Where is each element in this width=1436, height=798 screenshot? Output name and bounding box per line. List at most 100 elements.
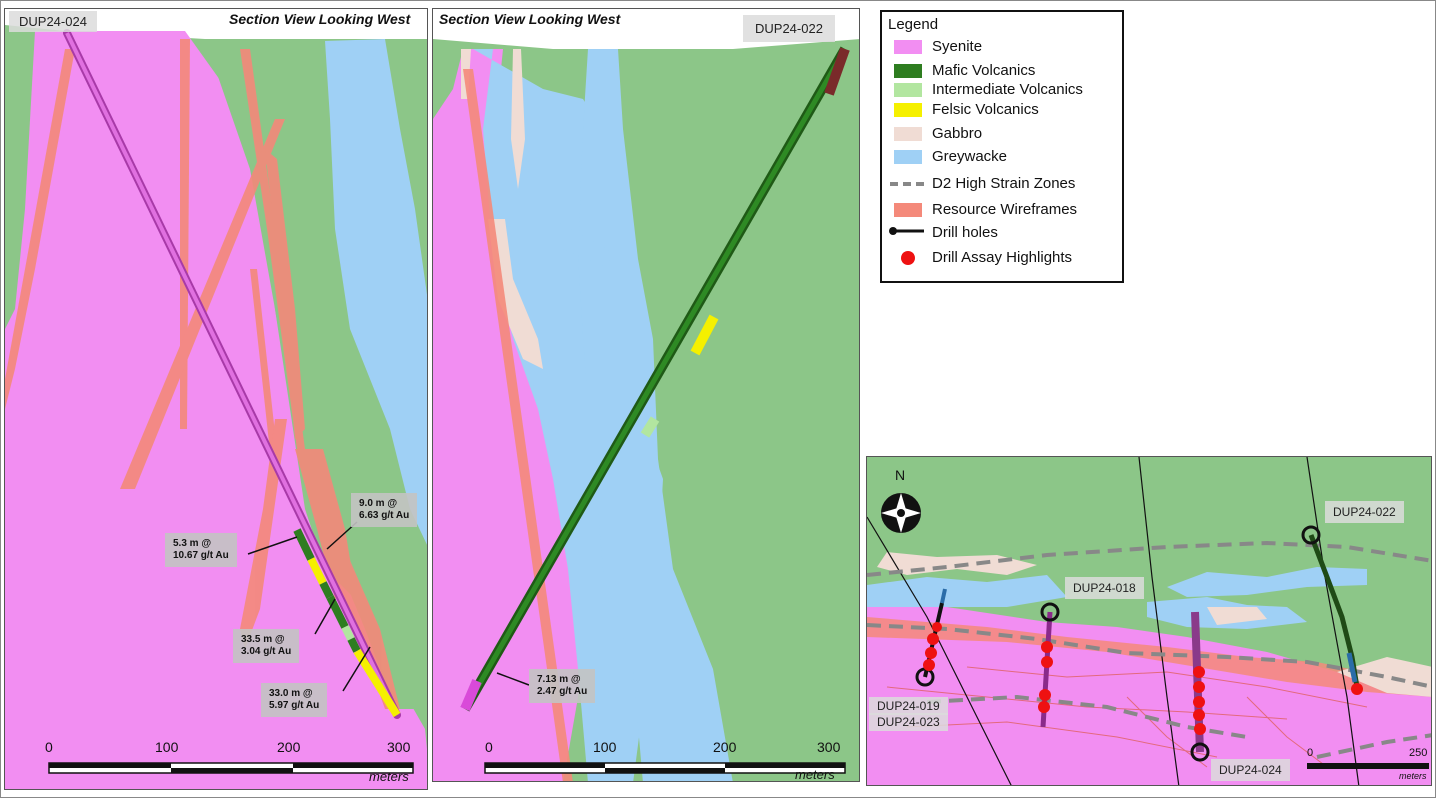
callout-line: 10.67 g/t Au (173, 550, 229, 561)
middle-section-drawing (433, 9, 859, 781)
legend-label: Syenite (932, 38, 983, 55)
legend-swatch (894, 127, 922, 141)
greywacke-body (325, 39, 427, 545)
callout-line: 33.5 m @ (241, 634, 285, 645)
assay-callout: 33.0 m @ 5.97 g/t Au (261, 683, 328, 717)
legend-item-greywacke: Greywacke (888, 148, 1124, 166)
legend-item-gabbro: Gabbro (888, 125, 1124, 143)
section-title-left: Section View Looking West (229, 11, 411, 27)
legend-swatch (894, 103, 922, 117)
wireframe-traces (886, 666, 1368, 768)
greywacke-lens (867, 575, 1067, 607)
legend-swatch (894, 150, 922, 164)
scale-bar-left (48, 762, 414, 774)
plan-hole-label: DUP24-023 (869, 713, 948, 731)
scale-bar-plan (1307, 763, 1429, 769)
callout-arrows-middle (496, 672, 530, 686)
plan-map-drawing (867, 457, 1431, 785)
plan-hole-label: DUP24-024 (1211, 759, 1290, 781)
callout-arrows-left (247, 521, 371, 692)
legend-label: Intermediate Volcanics (932, 81, 1083, 98)
dashed-line-icon (890, 182, 926, 186)
red-dot-icon (901, 251, 915, 265)
hole-label-dup24-022: DUP24-022 (743, 15, 835, 42)
mafic-left-strip (5, 31, 35, 329)
callout-line: 2.47 g/t Au (537, 686, 588, 697)
legend-label: Greywacke (932, 148, 1008, 165)
gabbro-lens (1337, 657, 1431, 697)
syenite-belt (867, 597, 1431, 785)
scale-bar-middle (484, 762, 846, 774)
legend-swatch (894, 40, 922, 54)
gabbro-lens (511, 49, 525, 189)
scale-unit: meters (369, 769, 409, 784)
legend-item-mafic: Mafic Volcanics (888, 62, 1124, 80)
north-arrow (881, 493, 921, 533)
callout-line: 5.97 g/t Au (269, 700, 320, 711)
middle-section-panel: Section View Looking West DUP24-022 7.13… (432, 8, 860, 782)
callout-line: 33.0 m @ (269, 688, 313, 699)
callout-line: 3.04 g/t Au (241, 646, 292, 657)
scale-tick-label: 0 (45, 739, 53, 755)
assay-callout: 9.0 m @ 6.63 g/t Au (351, 493, 418, 527)
gabbro-lens (1207, 607, 1267, 625)
scale-unit: meters (795, 767, 835, 782)
scale-tick-label: 250 (1409, 747, 1428, 759)
scale-tick-label: 300 (817, 739, 841, 755)
section-lines (867, 457, 1360, 785)
hole-label-dup24-024: DUP24-024 (9, 11, 97, 32)
legend-label: D2 High Strain Zones (932, 175, 1076, 192)
scale-tick-label: 200 (277, 739, 301, 755)
callout-line: 7.13 m @ (537, 674, 581, 685)
greywacke-lens (1167, 567, 1367, 597)
legend-item-assay-highlights: Drill Assay Highlights (888, 249, 1124, 267)
legend-label: Resource Wireframes (932, 201, 1078, 218)
legend-item-syenite: Syenite (888, 38, 1124, 56)
scale-tick-label: 300 (387, 739, 411, 755)
legend-item-wireframes: Resource Wireframes (888, 201, 1124, 219)
legend-item-intermediate: Intermediate Volcanics (888, 81, 1124, 99)
callout-line: 5.3 m @ (173, 538, 212, 549)
plan-map-panel: N DUP24-022 DUP24-018 DUP24-019 DUP24-02… (866, 456, 1432, 786)
scale-tick-label: 200 (713, 739, 737, 755)
assay-callout: 5.3 m @ 10.67 g/t Au (165, 533, 237, 567)
legend-item-drillholes: Drill holes (888, 224, 1124, 242)
drillhole-dup24-024-plan (1190, 611, 1210, 762)
legend-label: Felsic Volcanics (932, 101, 1039, 118)
drillhole-dup24-024-core (65, 32, 399, 716)
assay-callout: 7.13 m @ 2.47 g/t Au (529, 669, 596, 703)
drillhole-dup24-022-plan (1301, 525, 1363, 695)
greywacke-east (578, 49, 733, 781)
drillhole-dup24-018 (1038, 602, 1060, 728)
resource-wireframe (463, 69, 573, 781)
legend-swatch (894, 83, 922, 97)
scale-tick-label: 0 (1307, 747, 1314, 759)
legend-item-strain-zones: D2 High Strain Zones (888, 175, 1124, 193)
legend-swatch (894, 64, 922, 78)
callout-line: 9.0 m @ (359, 498, 398, 509)
plan-hole-label: DUP24-018 (1065, 577, 1144, 599)
legend-label: Mafic Volcanics (932, 62, 1036, 79)
d2-high-strain-zones (867, 540, 1431, 759)
legend-item-felsic: Felsic Volcanics (888, 101, 1124, 119)
left-section-drawing (5, 9, 427, 789)
legend-label: Drill holes (932, 224, 998, 241)
drillhole-dup24-019-023 (915, 588, 947, 687)
scale-tick-label: 0 (485, 739, 493, 755)
drillhole-dup24-022-intervals (460, 47, 850, 711)
gabbro-lens (488, 219, 543, 369)
legend: Legend Syenite Mafic Volcanics Intermedi… (880, 10, 1124, 283)
legend-title: Legend (888, 16, 939, 33)
drillhole-icon (889, 227, 924, 235)
greywacke-tongue (513, 159, 611, 269)
left-section-panel: DUP24-024 Section View Looking West 9.0 … (4, 8, 428, 790)
scale-unit: meters (1399, 771, 1427, 781)
section-title-middle: Section View Looking West (439, 11, 621, 27)
drillhole-dup24-022-core (462, 47, 848, 711)
syenite-body (5, 31, 427, 789)
callout-line: 6.63 g/t Au (359, 510, 410, 521)
scale-tick-label: 100 (593, 739, 617, 755)
assay-callout: 33.5 m @ 3.04 g/t Au (233, 629, 300, 663)
plan-hole-label: DUP24-022 (1325, 501, 1404, 523)
plan-hole-label: DUP24-019 (869, 697, 948, 715)
